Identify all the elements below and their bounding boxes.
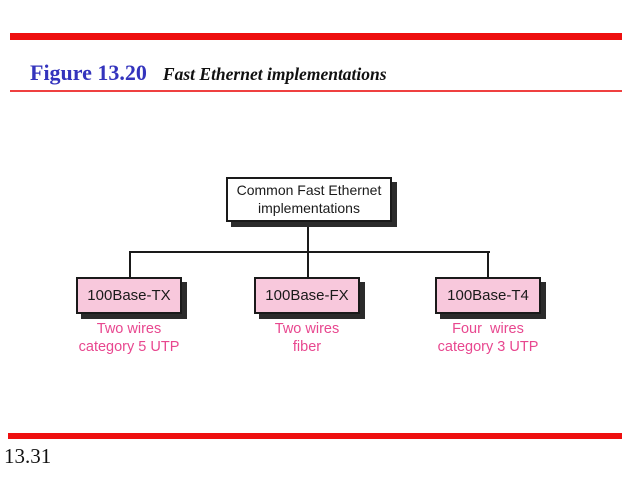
page-number: 13.31 bbox=[4, 444, 52, 468]
leaf-caption-100base-tx: Two wires category 5 UTP bbox=[78, 321, 180, 356]
top-red-bar bbox=[10, 33, 622, 40]
leaf-caption-100base-fx: Two wires fiber bbox=[274, 321, 340, 356]
tree-leaf-100base-t4: 100Base-T4 bbox=[435, 277, 541, 314]
figure-label: Figure 13.20 bbox=[30, 60, 147, 85]
leaf-caption-100base-t4: Four wires category 3 UTP bbox=[437, 321, 539, 356]
slide-header: Figure 13.20 Fast Ethernet implementation… bbox=[30, 60, 610, 86]
header-rule-line bbox=[10, 90, 622, 92]
bottom-red-bar bbox=[8, 433, 622, 439]
tree-leaf-100base-fx: 100Base-FX bbox=[254, 277, 360, 314]
connector-horizontal bbox=[129, 251, 490, 253]
tree-leaf-100base-tx: 100Base-TX bbox=[76, 277, 182, 314]
tree-root-node: Common Fast Ethernet implementations bbox=[226, 177, 392, 222]
connector-left-vertical bbox=[129, 251, 131, 278]
figure-title: Fast Ethernet implementations bbox=[162, 64, 387, 84]
connector-right-vertical bbox=[487, 251, 489, 278]
connector-root-vertical bbox=[307, 221, 309, 278]
